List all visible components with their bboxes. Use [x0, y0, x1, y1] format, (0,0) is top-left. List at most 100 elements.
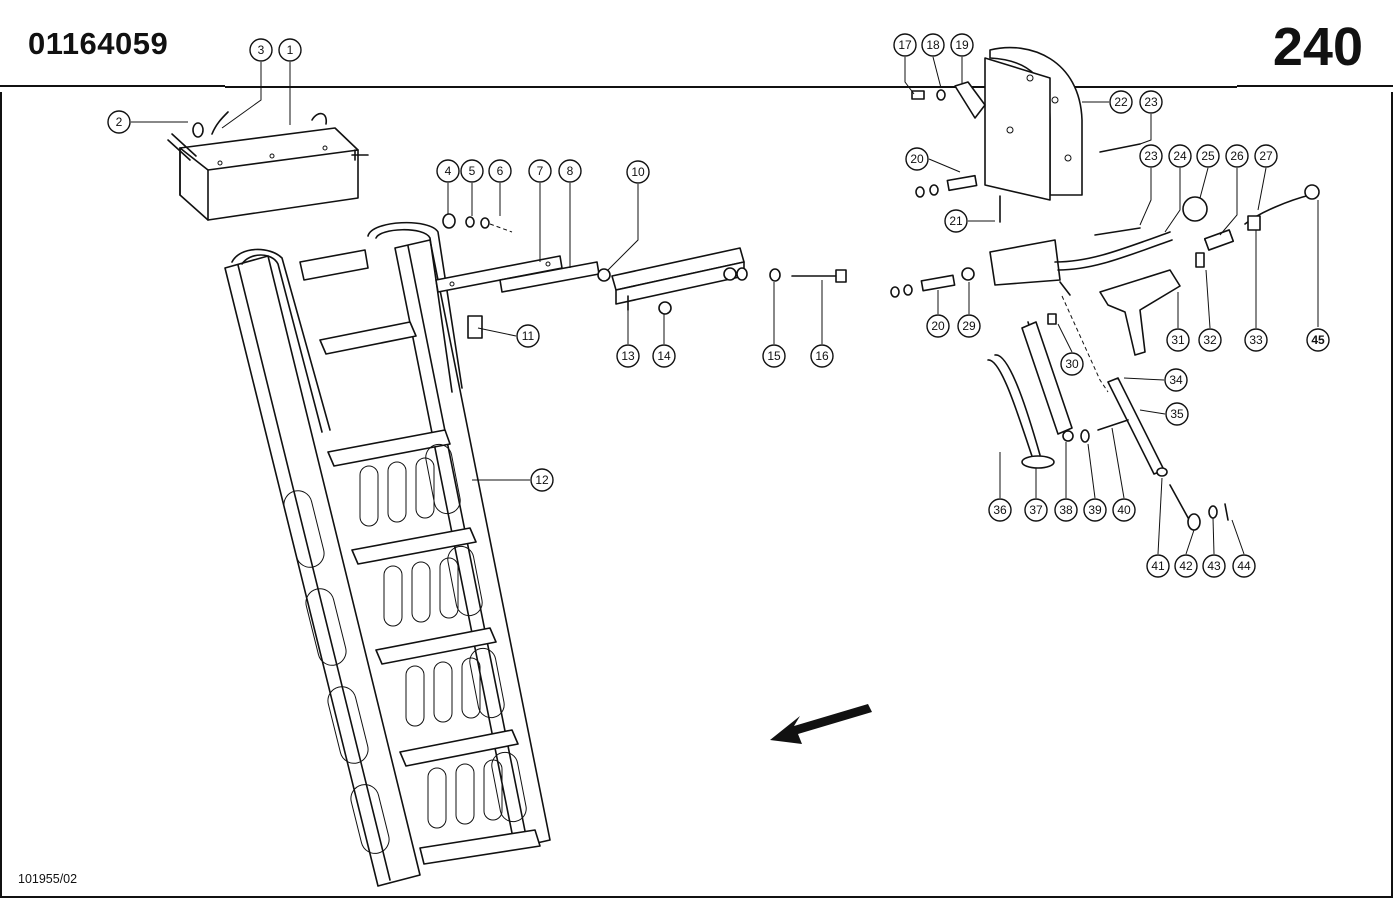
svg-text:41: 41 [1151, 559, 1165, 573]
fasteners-group [442, 213, 847, 339]
svg-text:32: 32 [1203, 333, 1217, 347]
callout-35: 35 [1165, 402, 1189, 426]
callout-8: 8 [558, 159, 582, 183]
callout-23-upper: 23 [1139, 90, 1163, 114]
svg-text:16: 16 [815, 349, 829, 363]
channel-part [611, 247, 745, 311]
svg-text:15: 15 [767, 349, 781, 363]
svg-text:39: 39 [1088, 503, 1102, 517]
svg-text:11: 11 [522, 329, 535, 343]
svg-text:40: 40 [1117, 503, 1131, 517]
callout-7: 7 [528, 159, 552, 183]
svg-text:38: 38 [1059, 503, 1073, 517]
callout-45: 45 [1306, 328, 1330, 352]
callout-22: 22 [1109, 90, 1133, 114]
svg-text:23: 23 [1144, 149, 1158, 163]
pedal-bracket-part [989, 184, 1320, 356]
pins-group [890, 143, 1235, 325]
callout-5: 5 [460, 159, 484, 183]
callout-13: 13 [616, 344, 640, 368]
callout-12: 12 [530, 468, 554, 492]
callout-33: 33 [1244, 328, 1268, 352]
svg-text:17: 17 [898, 38, 912, 52]
svg-text:14: 14 [657, 349, 671, 363]
callout-18: 18 [921, 33, 945, 57]
svg-text:2: 2 [116, 115, 123, 129]
svg-text:19: 19 [955, 38, 969, 52]
svg-text:45: 45 [1311, 333, 1325, 347]
mount-plate-part [911, 46, 1083, 201]
leader-lines [131, 56, 1319, 555]
drawing-reference-code: 101955/02 [18, 872, 78, 886]
svg-text:23: 23 [1144, 95, 1158, 109]
arrow-down-left-icon [770, 704, 872, 744]
mounting-bars-part [435, 255, 600, 293]
callout-1: 1 [278, 38, 302, 62]
callout-15: 15 [762, 344, 786, 368]
callout-11: 11 [516, 324, 540, 348]
bracket-box-part [167, 111, 369, 221]
svg-text:30: 30 [1065, 357, 1079, 371]
callout-21: 21 [944, 209, 968, 233]
callout-bubbles: 1 2 3 4 5 6 7 8 10 11 12 13 14 15 16 17 … [107, 33, 1330, 578]
callout-32: 32 [1198, 328, 1222, 352]
svg-text:24: 24 [1173, 149, 1187, 163]
callout-40: 40 [1112, 498, 1136, 522]
svg-text:36: 36 [993, 503, 1007, 517]
svg-text:1: 1 [287, 43, 294, 57]
header-rule-left [0, 85, 225, 87]
callout-6: 6 [488, 159, 512, 183]
svg-text:42: 42 [1179, 559, 1193, 573]
callout-38: 38 [1054, 498, 1078, 522]
diagram-frame [0, 86, 1393, 898]
svg-text:5: 5 [469, 164, 476, 178]
svg-text:21: 21 [949, 214, 963, 228]
callout-3: 3 [249, 38, 273, 62]
callout-30: 30 [1060, 352, 1084, 376]
callout-37: 37 [1024, 498, 1048, 522]
svg-text:3: 3 [258, 43, 265, 57]
callout-23-lower: 23 [1139, 144, 1163, 168]
callout-43: 43 [1202, 554, 1226, 578]
document-number: 01164059 [28, 26, 169, 61]
svg-text:34: 34 [1169, 373, 1183, 387]
svg-text:35: 35 [1170, 407, 1184, 421]
svg-text:12: 12 [535, 473, 549, 487]
svg-text:44: 44 [1237, 559, 1251, 573]
svg-text:37: 37 [1029, 503, 1043, 517]
callout-20-lower: 20 [926, 314, 950, 338]
callout-31: 31 [1166, 328, 1190, 352]
svg-text:43: 43 [1207, 559, 1221, 573]
ladder-part [224, 221, 551, 887]
svg-text:20: 20 [931, 319, 945, 333]
svg-text:25: 25 [1201, 149, 1215, 163]
svg-text:18: 18 [926, 38, 940, 52]
callout-39: 39 [1083, 498, 1107, 522]
callout-24: 24 [1168, 144, 1192, 168]
svg-text:6: 6 [497, 164, 504, 178]
gas-spring-part [987, 321, 1074, 469]
callout-20-upper: 20 [905, 147, 929, 171]
callout-41: 41 [1146, 554, 1170, 578]
callout-34: 34 [1164, 368, 1188, 392]
svg-text:4: 4 [445, 164, 452, 178]
svg-text:27: 27 [1259, 149, 1273, 163]
svg-text:10: 10 [631, 165, 645, 179]
callout-25: 25 [1196, 144, 1220, 168]
callout-2: 2 [107, 110, 131, 134]
callout-27: 27 [1254, 144, 1278, 168]
callout-19: 19 [950, 33, 974, 57]
header-rule-right [1237, 85, 1393, 87]
page-number: 240 [1272, 17, 1363, 77]
callout-4: 4 [436, 159, 460, 183]
svg-text:31: 31 [1171, 333, 1185, 347]
svg-text:29: 29 [962, 319, 976, 333]
svg-text:8: 8 [567, 164, 574, 178]
callout-36: 36 [988, 498, 1012, 522]
svg-text:22: 22 [1114, 95, 1128, 109]
svg-text:13: 13 [621, 349, 635, 363]
callout-16: 16 [810, 344, 834, 368]
svg-text:7: 7 [537, 164, 544, 178]
